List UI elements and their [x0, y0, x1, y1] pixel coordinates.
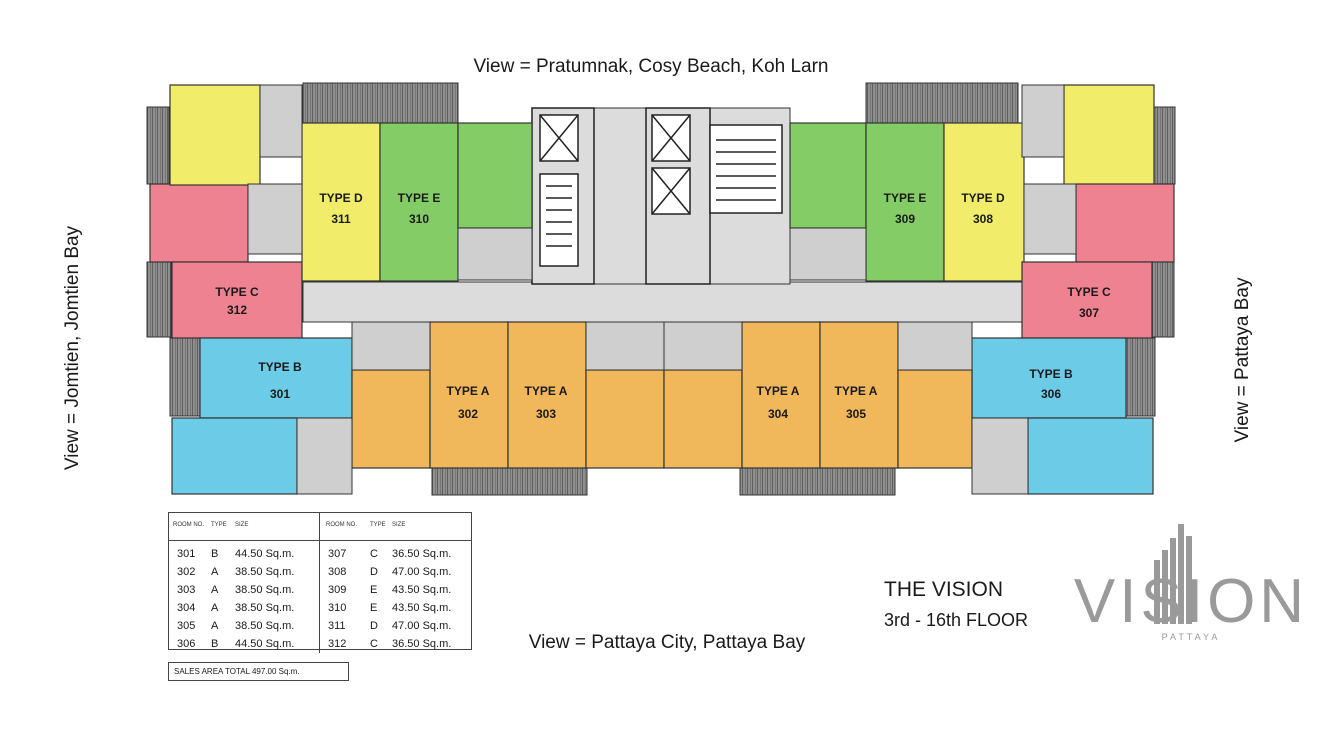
view-east-label: View = Pattaya Bay: [1232, 277, 1253, 442]
header-type: TYPE: [211, 513, 235, 541]
unit-310-type: TYPE E: [398, 191, 441, 205]
unit-304-type: TYPE A: [757, 384, 800, 398]
table-row: 302 A 38.50 Sq.m. 308 D 47.00 Sq.m.: [169, 563, 471, 581]
unit-302-number: 302: [458, 407, 478, 421]
logo-word: VISION: [1074, 567, 1308, 636]
unit-309-shape: [789, 122, 867, 229]
table-row: 303 A 38.50 Sq.m. 309 E 43.50 Sq.m.: [169, 581, 471, 599]
unit-303-number: 303: [536, 407, 556, 421]
unit-304-shape: [663, 369, 743, 469]
core: [531, 107, 783, 285]
unit-312-type: TYPE C: [215, 285, 259, 299]
unit-305-number: 305: [846, 407, 866, 421]
header-room-no: ROOM NO.: [169, 513, 211, 541]
unit-306-number: 306: [1041, 387, 1061, 401]
unit-311-number: 311: [331, 212, 351, 226]
unit-309-number: 309: [895, 212, 915, 226]
unit-305-type: TYPE A: [835, 384, 878, 398]
floor-range: 3rd - 16th FLOOR: [884, 610, 1029, 630]
unit-301-type: TYPE B: [258, 360, 302, 374]
unit-312-number: 312: [227, 303, 247, 317]
floor-title-block: THE VISION 3rd - 16th FLOOR: [884, 578, 1028, 631]
unit-309-type: TYPE E: [884, 191, 927, 205]
room-size-table-header: ROOM NO. TYPE SIZE ROOM NO. TYPE SIZE: [169, 513, 471, 541]
header-type-2: TYPE: [370, 513, 392, 541]
unit-311-shape: [169, 84, 261, 186]
unit-308-shape: [943, 122, 1025, 282]
unit-305-shape: [819, 321, 899, 469]
view-south-label: View = Pattaya City, Pattaya Bay: [529, 632, 806, 653]
unit-308-type: TYPE D: [961, 191, 1005, 205]
unit-310-number: 310: [409, 212, 429, 226]
unit-301-number: 301: [270, 387, 290, 401]
unit-303-shape: [507, 321, 587, 469]
table-row: 306 B 44.50 Sq.m. 312 C 36.50 Sq.m.: [169, 635, 471, 653]
balconies: [146, 82, 1176, 496]
unit-302-shape: [351, 369, 431, 469]
logo-tower-icon: [1154, 524, 1192, 624]
unit-311-type: TYPE D: [319, 191, 363, 205]
vision-logo: VISION PATTAYA: [1074, 524, 1308, 642]
logo-sub: PATTAYA: [1162, 632, 1221, 642]
project-name: THE VISION: [884, 578, 1004, 601]
unit-307-number: 307: [1079, 306, 1099, 320]
unit-306-type: TYPE B: [1029, 367, 1073, 381]
header-room-no-2: ROOM NO.: [319, 513, 370, 541]
unit-312-shape: [149, 183, 249, 263]
header-size: SIZE: [235, 513, 320, 541]
table-row: 304 A 38.50 Sq.m. 310 E 43.50 Sq.m.: [169, 599, 471, 617]
table-row: 301 B 44.50 Sq.m. 307 C 36.50 Sq.m.: [169, 540, 471, 563]
room-size-table: ROOM NO. TYPE SIZE ROOM NO. TYPE SIZE 30…: [168, 512, 472, 653]
header-size-2: SIZE: [392, 513, 471, 541]
sales-area-total: SALES AREA TOTAL 497.00 Sq.m.: [168, 662, 349, 681]
unit-307-type: TYPE C: [1067, 285, 1111, 299]
unit-308-number: 308: [973, 212, 993, 226]
units: [149, 84, 1175, 495]
unit-303-type: TYPE A: [525, 384, 568, 398]
view-north-label: View = Pratumnak, Cosy Beach, Koh Larn: [473, 56, 828, 77]
table-row: 305 A 38.50 Sq.m. 311 D 47.00 Sq.m.: [169, 617, 471, 635]
unit-307-shape: [1075, 183, 1175, 263]
unit-302-type: TYPE A: [447, 384, 490, 398]
view-west-label: View = Jomtien, Jomtien Bay: [62, 225, 83, 470]
unit-304-number: 304: [768, 407, 788, 421]
bathrooms: [247, 84, 1077, 495]
unit-301-shape: [199, 337, 353, 419]
unit-labels: TYPE B 301 TYPE A 302 TYPE A 303 TYPE A …: [215, 191, 1111, 421]
